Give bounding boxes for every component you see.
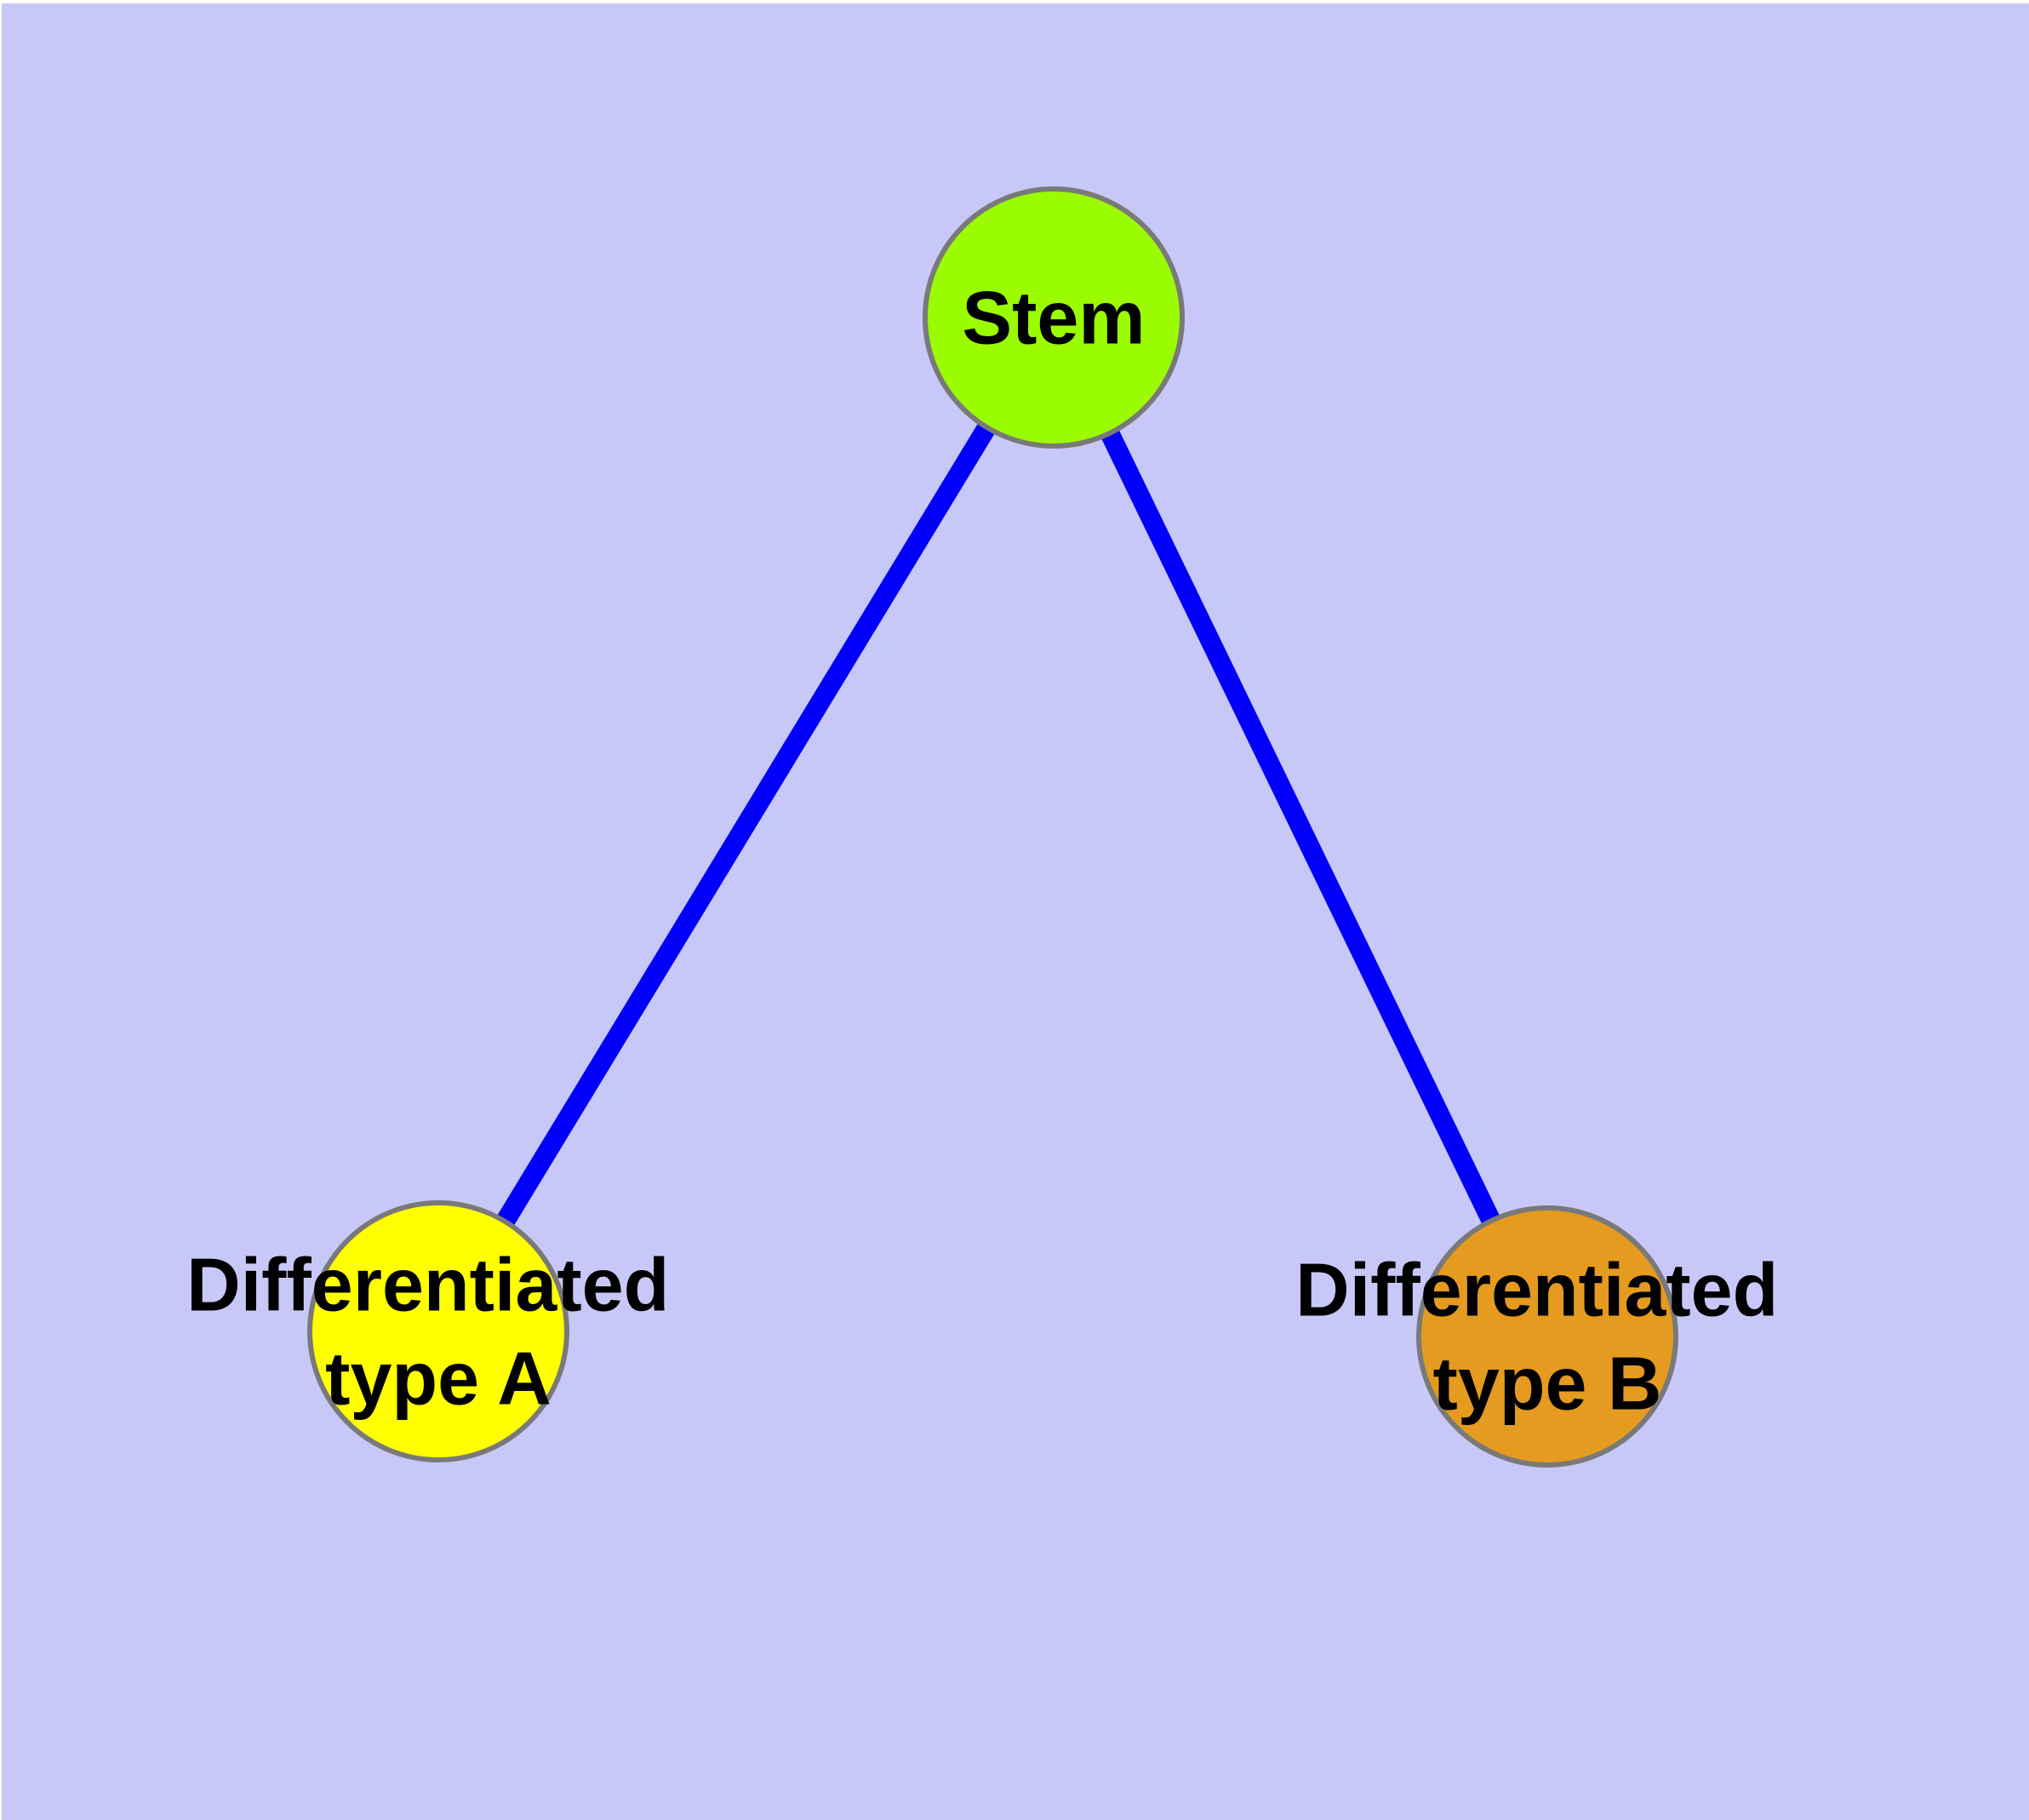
node-type-a-label-line-2: type A xyxy=(325,1336,552,1421)
node-type-b-label-line-2: type B xyxy=(1433,1342,1662,1426)
node-type-b-circle xyxy=(1416,1205,1678,1468)
node-type-a-label-line-1: Differentiated xyxy=(186,1243,669,1327)
node-type-a-circle xyxy=(307,1200,569,1462)
node-type-b-label-line-1: Differentiated xyxy=(1295,1248,1778,1332)
node-stem-label: Stem xyxy=(962,276,1145,360)
node-stem-label-line: Stem xyxy=(962,276,1145,360)
node-stem-circle xyxy=(923,186,1185,449)
edge-stem-to-type-b xyxy=(1044,312,1557,1342)
node-type-a-label: Differentiated type A xyxy=(186,1216,690,1421)
node-type-b-label: Differentiated type B xyxy=(1295,1222,1799,1426)
edge-stem-to-type-a xyxy=(430,312,1062,1336)
